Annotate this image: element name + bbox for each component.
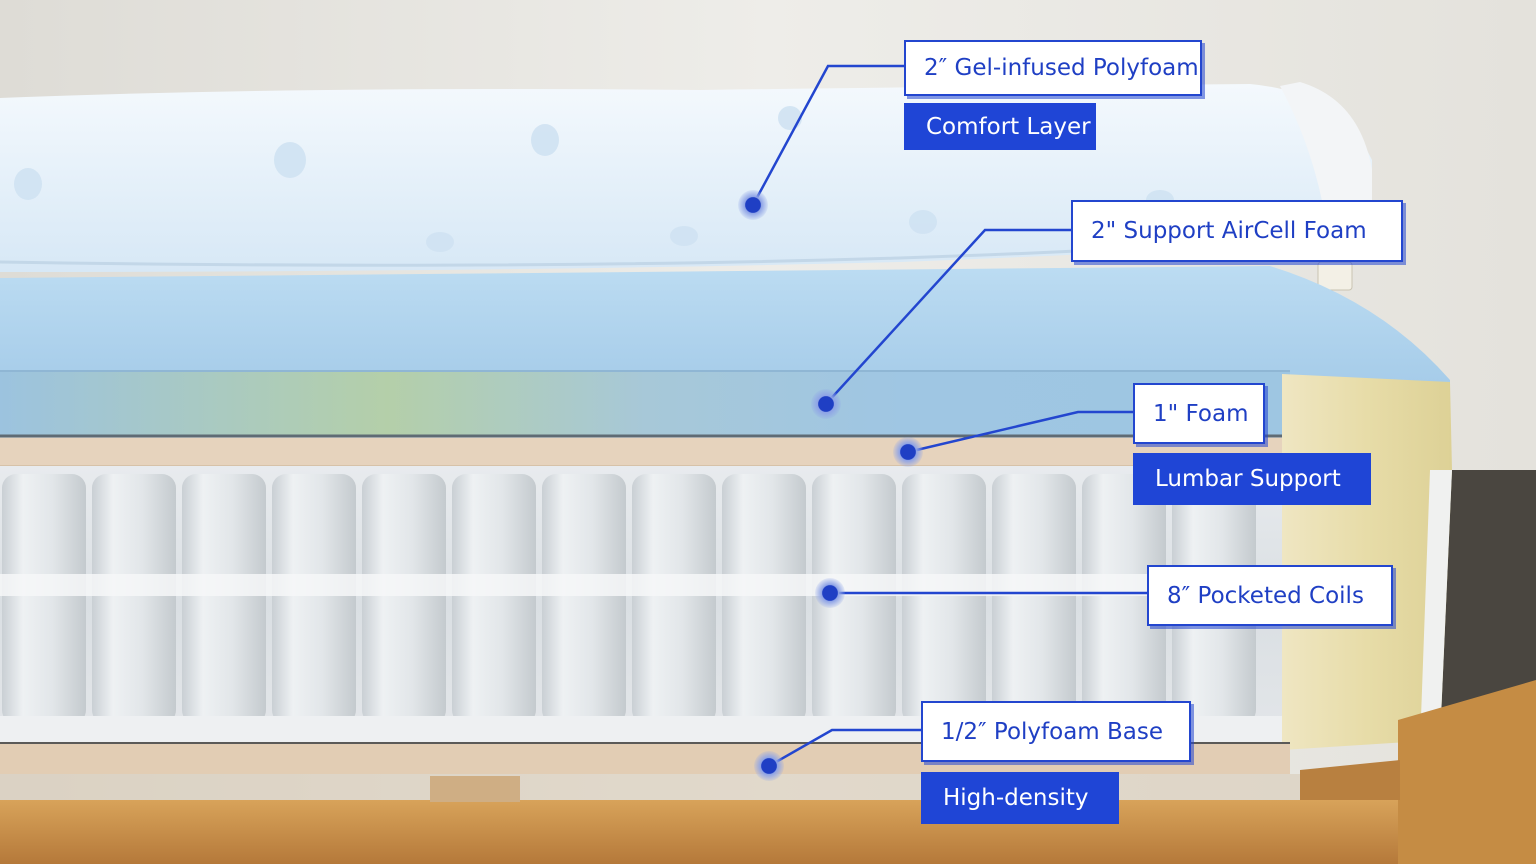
comfort-layer-tag: Comfort Layer [904, 103, 1096, 150]
polyfoam-base-label: 1/2″ Polyfoam Base [921, 701, 1191, 762]
pocketed-coils-label: 8″ Pocketed Coils [1147, 565, 1393, 626]
comfort-layer-label: 2″ Gel-infused Polyfoam [904, 40, 1202, 96]
lumbar-foam-label: 1" Foam [1133, 383, 1265, 444]
support-foam-label: 2" Support AirCell Foam [1071, 200, 1403, 262]
lumbar-support-tag: Lumbar Support [1133, 453, 1371, 505]
high-density-tag: High-density [921, 772, 1119, 824]
